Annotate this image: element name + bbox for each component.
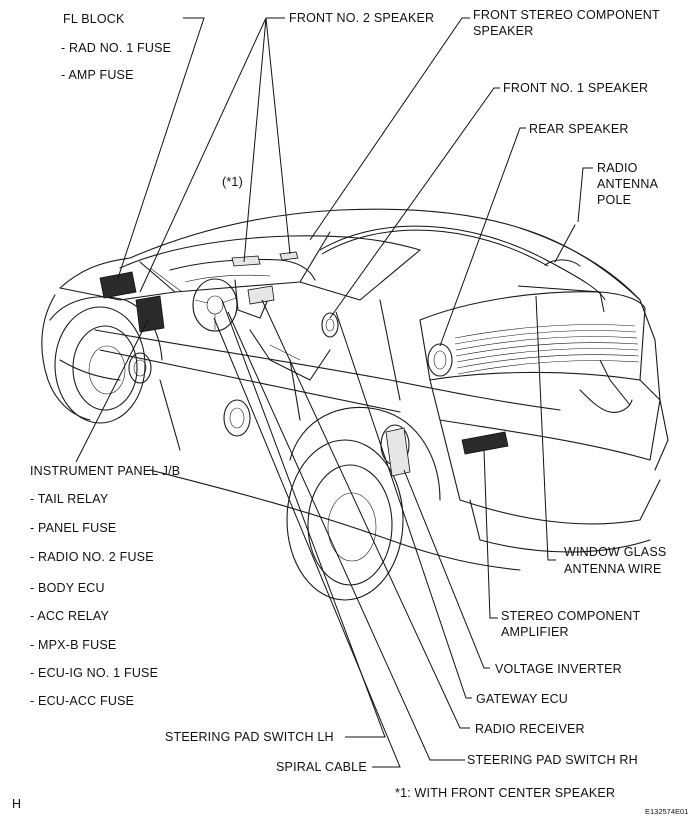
label-group-fl-block: FL BLOCK - RAD NO. 1 FUSE - AMP FUSE (61, 12, 171, 82)
fl-block-drawing (99, 271, 137, 299)
tail-relay-label: - TAIL RELAY (30, 492, 109, 506)
front-stereo-component-speaker-label-line2: SPEAKER (473, 24, 533, 38)
amp-fuse-label: - AMP FUSE (61, 68, 134, 82)
body-ecu-label: - BODY ECU (30, 581, 105, 595)
radio-antenna-pole-label-line3: POLE (597, 193, 631, 207)
page-letter: H (12, 797, 21, 811)
radio-receiver-label: RADIO RECEIVER (475, 722, 585, 736)
stereo-amplifier-drawing (461, 431, 509, 455)
footnote-text: *1: WITH FRONT CENTER SPEAKER (395, 786, 615, 800)
voltage-inverter-label: VOLTAGE INVERTER (495, 662, 622, 676)
voltage-inverter-drawing (385, 427, 411, 477)
antenna-pole-drawing (554, 224, 576, 263)
radio-antenna-pole-label-line2: ANTENNA (597, 177, 659, 191)
vehicle-illustration (41, 208, 669, 601)
rear-window-defogger-lines (454, 324, 640, 375)
acc-relay-label: - ACC RELAY (30, 609, 110, 623)
front-component-speaker-drawing (321, 312, 339, 338)
front-lower-speaker-drawing (128, 352, 152, 384)
footnote-marker-label: (*1) (222, 175, 243, 189)
label-group-instrument-panel-jb: INSTRUMENT PANEL J/B - TAIL RELAY - PANE… (30, 464, 180, 708)
stereo-component-amplifier-label-line2: AMPLIFIER (501, 625, 569, 639)
rear-speaker-drawing (427, 343, 453, 377)
leader-lines (75, 17, 593, 768)
front-stereo-component-speaker-label-line1: FRONT STEREO COMPONENT (473, 8, 660, 22)
rad-no1-fuse-label: - RAD NO. 1 FUSE (61, 41, 171, 55)
ecu-acc-fuse-label: - ECU-ACC FUSE (30, 694, 134, 708)
steering-pad-switch-rh-label: STEERING PAD SWITCH RH (467, 753, 638, 767)
mpx-b-fuse-label: - MPX-B FUSE (30, 638, 116, 652)
fl-block-label: FL BLOCK (63, 12, 125, 26)
radio-receiver-drawing (247, 285, 275, 305)
rear-speaker-label: REAR SPEAKER (529, 122, 629, 136)
dash-side-speaker-drawing (279, 251, 299, 261)
gateway-ecu-label: GATEWAY ECU (476, 692, 568, 706)
front-no1-speaker-label: FRONT NO. 1 SPEAKER (503, 81, 648, 95)
figure-code: E132574E01 (645, 807, 688, 816)
panel-fuse-label: - PANEL FUSE (30, 521, 116, 535)
instrument-panel-jb-label: INSTRUMENT PANEL J/B (30, 464, 180, 478)
front-no2-speaker-label: FRONT NO. 2 SPEAKER (289, 11, 434, 25)
spiral-cable-label: SPIRAL CABLE (276, 760, 367, 774)
instrument-panel-jb-drawing (135, 295, 165, 333)
radio-antenna-pole-label-line1: RADIO (597, 161, 638, 175)
front-door-speaker-drawing (223, 399, 251, 437)
stereo-component-amplifier-label-line1: STEREO COMPONENT (501, 609, 640, 623)
dash-center-speaker-drawing (231, 255, 261, 267)
window-glass-antenna-wire-label-line2: ANTENNA WIRE (564, 562, 662, 576)
steering-pad-switch-lh-label: STEERING PAD SWITCH LH (165, 730, 334, 744)
radio-no2-fuse-label: - RADIO NO. 2 FUSE (30, 550, 154, 564)
window-glass-antenna-wire-label-line1: WINDOW GLASS (564, 545, 666, 559)
ecu-ig-no1-fuse-label: - ECU-IG NO. 1 FUSE (30, 666, 158, 680)
